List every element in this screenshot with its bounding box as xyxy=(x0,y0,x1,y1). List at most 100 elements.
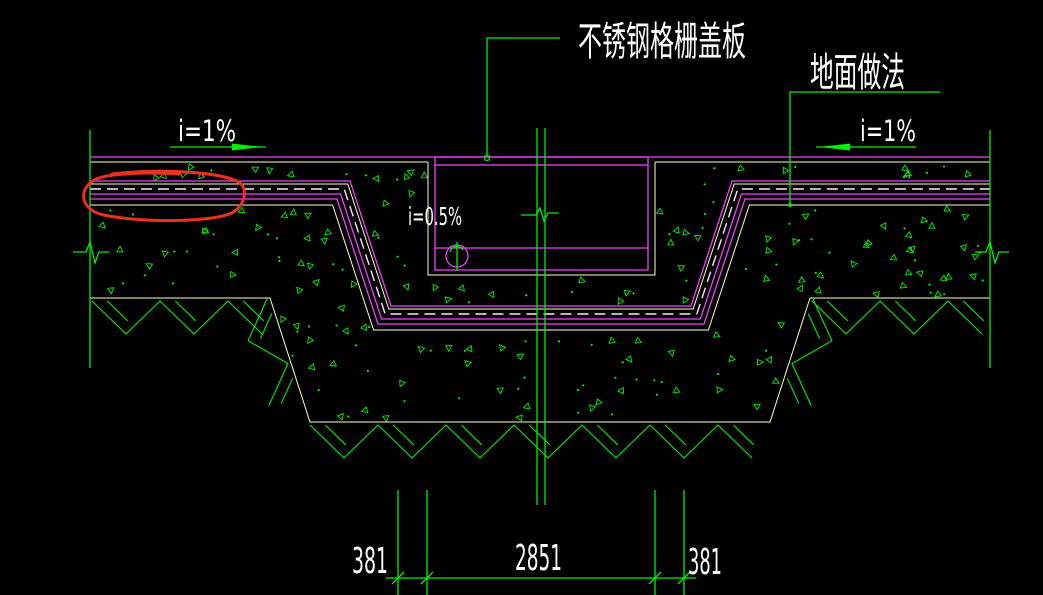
concrete-aggregate-dot xyxy=(429,349,432,352)
concrete-aggregate-dot xyxy=(335,324,338,327)
concrete-aggregate-triangle xyxy=(765,246,773,254)
concrete-aggregate-dot xyxy=(977,244,980,247)
concrete-aggregate-triangle xyxy=(336,412,345,421)
concrete-aggregate-dot xyxy=(185,250,188,253)
concrete-aggregate-triangle xyxy=(360,323,368,332)
concrete-aggregate-triangle xyxy=(153,173,161,182)
channel-slope-label: i=0.5% xyxy=(408,202,462,231)
concrete-aggregate-triangle xyxy=(971,253,980,261)
concrete-aggregate-triangle xyxy=(816,271,825,279)
concrete-aggregate-dot xyxy=(814,209,817,212)
left-break-symbol xyxy=(73,239,109,266)
concrete-aggregate-triangle xyxy=(487,290,495,299)
markup-circle xyxy=(82,169,246,223)
concrete-aggregate-dot xyxy=(701,226,704,230)
concrete-aggregate-triangle xyxy=(307,336,315,345)
earth-hatch-stroke xyxy=(664,424,687,446)
concrete-aggregate-dot xyxy=(377,236,380,239)
concrete-aggregate-triangle xyxy=(693,234,702,242)
dimension-tick-2 xyxy=(420,571,434,585)
concrete-aggregate-triangle xyxy=(496,387,504,395)
concrete-aggregate-triangle xyxy=(716,386,724,394)
floor-finish-leader-point xyxy=(788,203,792,207)
compacted-earth-hatch xyxy=(91,298,985,459)
concrete-aggregate-dot xyxy=(523,376,526,379)
concrete-aggregate-triangle xyxy=(920,216,929,224)
concrete-aggregate-triangle xyxy=(515,414,523,422)
concrete-aggregate-triangle xyxy=(907,245,916,253)
floor-finish-leader xyxy=(789,91,940,203)
concrete-aggregate-triangle xyxy=(522,402,531,410)
earth-hatch-stroke xyxy=(392,424,415,446)
concrete-aggregate-triangle xyxy=(289,208,297,216)
concrete-aggregate-triangle xyxy=(116,245,124,253)
concrete-aggregate-triangle xyxy=(712,330,721,338)
concrete-aggregate-triangle xyxy=(865,238,873,247)
concrete-aggregate-triangle xyxy=(616,386,625,395)
concrete-aggregate-triangle xyxy=(341,326,349,335)
concrete-aggregate-triangle xyxy=(381,414,390,423)
concrete-aggregate-triangle xyxy=(889,253,898,261)
concrete-aggregate-dot xyxy=(943,293,946,296)
concrete-aggregate-triangle xyxy=(337,304,346,313)
concrete-aggregate-triangle xyxy=(382,199,390,208)
concrete-aggregate-triangle xyxy=(266,167,274,175)
concrete-aggregate-dot xyxy=(810,238,813,241)
concrete-aggregate-dot xyxy=(794,165,797,168)
concrete-aggregate-dot xyxy=(814,271,817,274)
concrete-aggregate-dot xyxy=(913,259,917,262)
concrete-aggregate-triangle xyxy=(617,297,625,305)
concrete-aggregate-triangle xyxy=(371,229,380,237)
right-break-symbol xyxy=(975,239,1009,266)
concrete-aggregate-dot xyxy=(403,264,406,267)
earth-hatch-stroke xyxy=(174,300,197,322)
concrete-aggregate-dot xyxy=(712,201,715,204)
concrete-aggregate-triangle xyxy=(672,226,680,234)
concrete-aggregate-triangle xyxy=(360,406,369,414)
drain-outlet-arc xyxy=(449,245,464,253)
concrete-aggregate-triangle xyxy=(161,250,170,258)
concrete-aggregate-triangle xyxy=(406,169,415,177)
concrete-aggregate-triangle xyxy=(667,238,675,246)
concrete-aggregate-triangle xyxy=(682,228,690,236)
concrete-aggregate-triangle xyxy=(959,244,967,252)
concrete-aggregate-dot xyxy=(143,274,146,277)
concrete-aggregate-triangle xyxy=(351,280,358,289)
concrete-aggregate-dot xyxy=(576,388,580,392)
concrete-aggregate-triangle xyxy=(753,403,761,411)
concrete-aggregate-triangle xyxy=(964,169,972,178)
concrete-aggregate-triangle xyxy=(901,164,910,171)
concrete-aggregate-triangle xyxy=(307,363,316,371)
earth-hatch-stroke xyxy=(894,300,917,322)
concrete-aggregate-dot xyxy=(332,263,335,266)
concrete-aggregate-triangle xyxy=(850,260,858,269)
concrete-aggregate-triangle xyxy=(445,345,453,353)
concrete-aggregate-triangle xyxy=(667,349,675,358)
concrete-aggregate-triangle xyxy=(728,354,736,363)
concrete-aggregate-dot xyxy=(517,387,520,390)
concrete-aggregate-triangle xyxy=(402,282,410,291)
concrete-base-outline xyxy=(90,297,990,423)
concrete-aggregate-triangle xyxy=(280,315,288,324)
floor-layer-line-1 xyxy=(90,180,990,307)
concrete-aggregate-dot xyxy=(171,282,174,285)
concrete-aggregate-dot xyxy=(278,256,281,259)
concrete-aggregate-triangle xyxy=(801,213,810,221)
concrete-aggregate-triangle xyxy=(969,273,977,281)
concrete-aggregate-triangle xyxy=(296,286,304,295)
grating-cover-plate xyxy=(434,156,649,166)
concrete-aggregate-triangle xyxy=(672,386,681,394)
dimension-tick-4 xyxy=(677,571,691,585)
concrete-aggregate-dot xyxy=(610,413,614,416)
concrete-aggregate-dot xyxy=(463,349,466,352)
concrete-aggregate-triangle xyxy=(229,270,238,279)
concrete-aggregate-triangle xyxy=(961,213,970,221)
concrete-aggregate-dot xyxy=(703,183,706,186)
concrete-aggregate-triangle xyxy=(201,227,210,235)
concrete-aggregate-triangle xyxy=(255,223,263,232)
concrete-aggregate-dot xyxy=(347,415,350,418)
concrete-aggregate-triangle xyxy=(796,284,803,293)
earth-hatch-stroke xyxy=(596,424,619,446)
concrete-aggregate-triangle xyxy=(872,290,880,299)
